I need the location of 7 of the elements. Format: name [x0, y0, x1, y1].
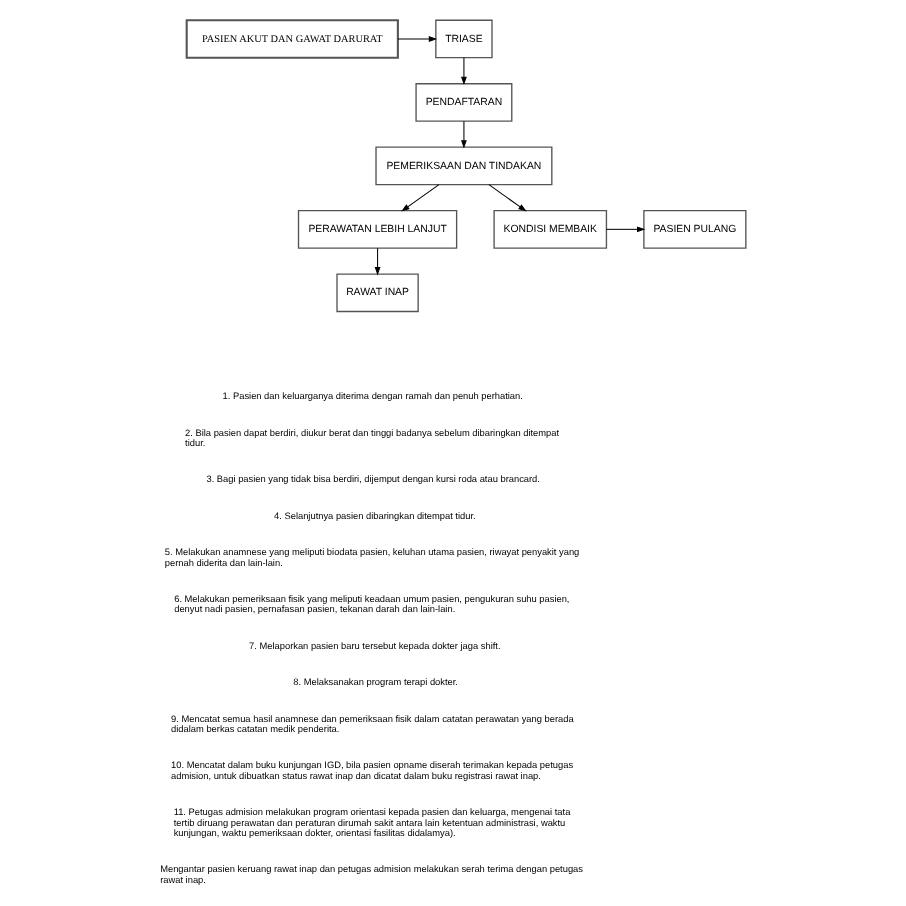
arrow: [461, 57, 467, 86]
arrow: [605, 226, 646, 233]
arrow: [397, 36, 438, 42]
arrow: [401, 184, 440, 212]
arrow: [374, 247, 381, 276]
arrow: [488, 184, 527, 212]
arrow: [461, 120, 467, 149]
